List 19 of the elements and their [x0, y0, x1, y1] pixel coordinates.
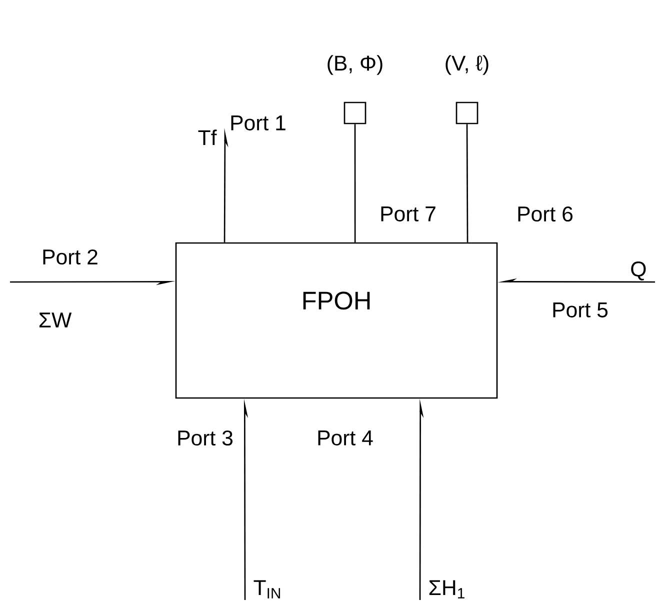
port-variable: Tf: [198, 130, 217, 146]
variable-label: ΣW: [39, 312, 72, 328]
variable-label: (V, ℓ): [446, 55, 488, 75]
port-square: [456, 102, 478, 124]
connector-line: [466, 124, 468, 242]
port-square: [344, 102, 366, 124]
port-label: Port 1: [231, 116, 286, 130]
port-label: Port 7: [381, 206, 436, 222]
port-variable: T$_{IN}$: [254, 580, 280, 598]
port-variable: ΣH$_{1}$: [429, 580, 464, 598]
variable-label: (B, Φ): [328, 55, 382, 75]
connector-line: [354, 124, 356, 242]
process-box: FPOH: [175, 242, 498, 399]
port-label: Port 5: [553, 302, 608, 318]
port-variable: Q: [631, 261, 646, 280]
port-label: Port 4: [318, 430, 373, 446]
port-label: Port 3: [178, 430, 232, 446]
port-label: Port 2: [43, 249, 98, 265]
port-label: Port 6: [518, 206, 572, 222]
